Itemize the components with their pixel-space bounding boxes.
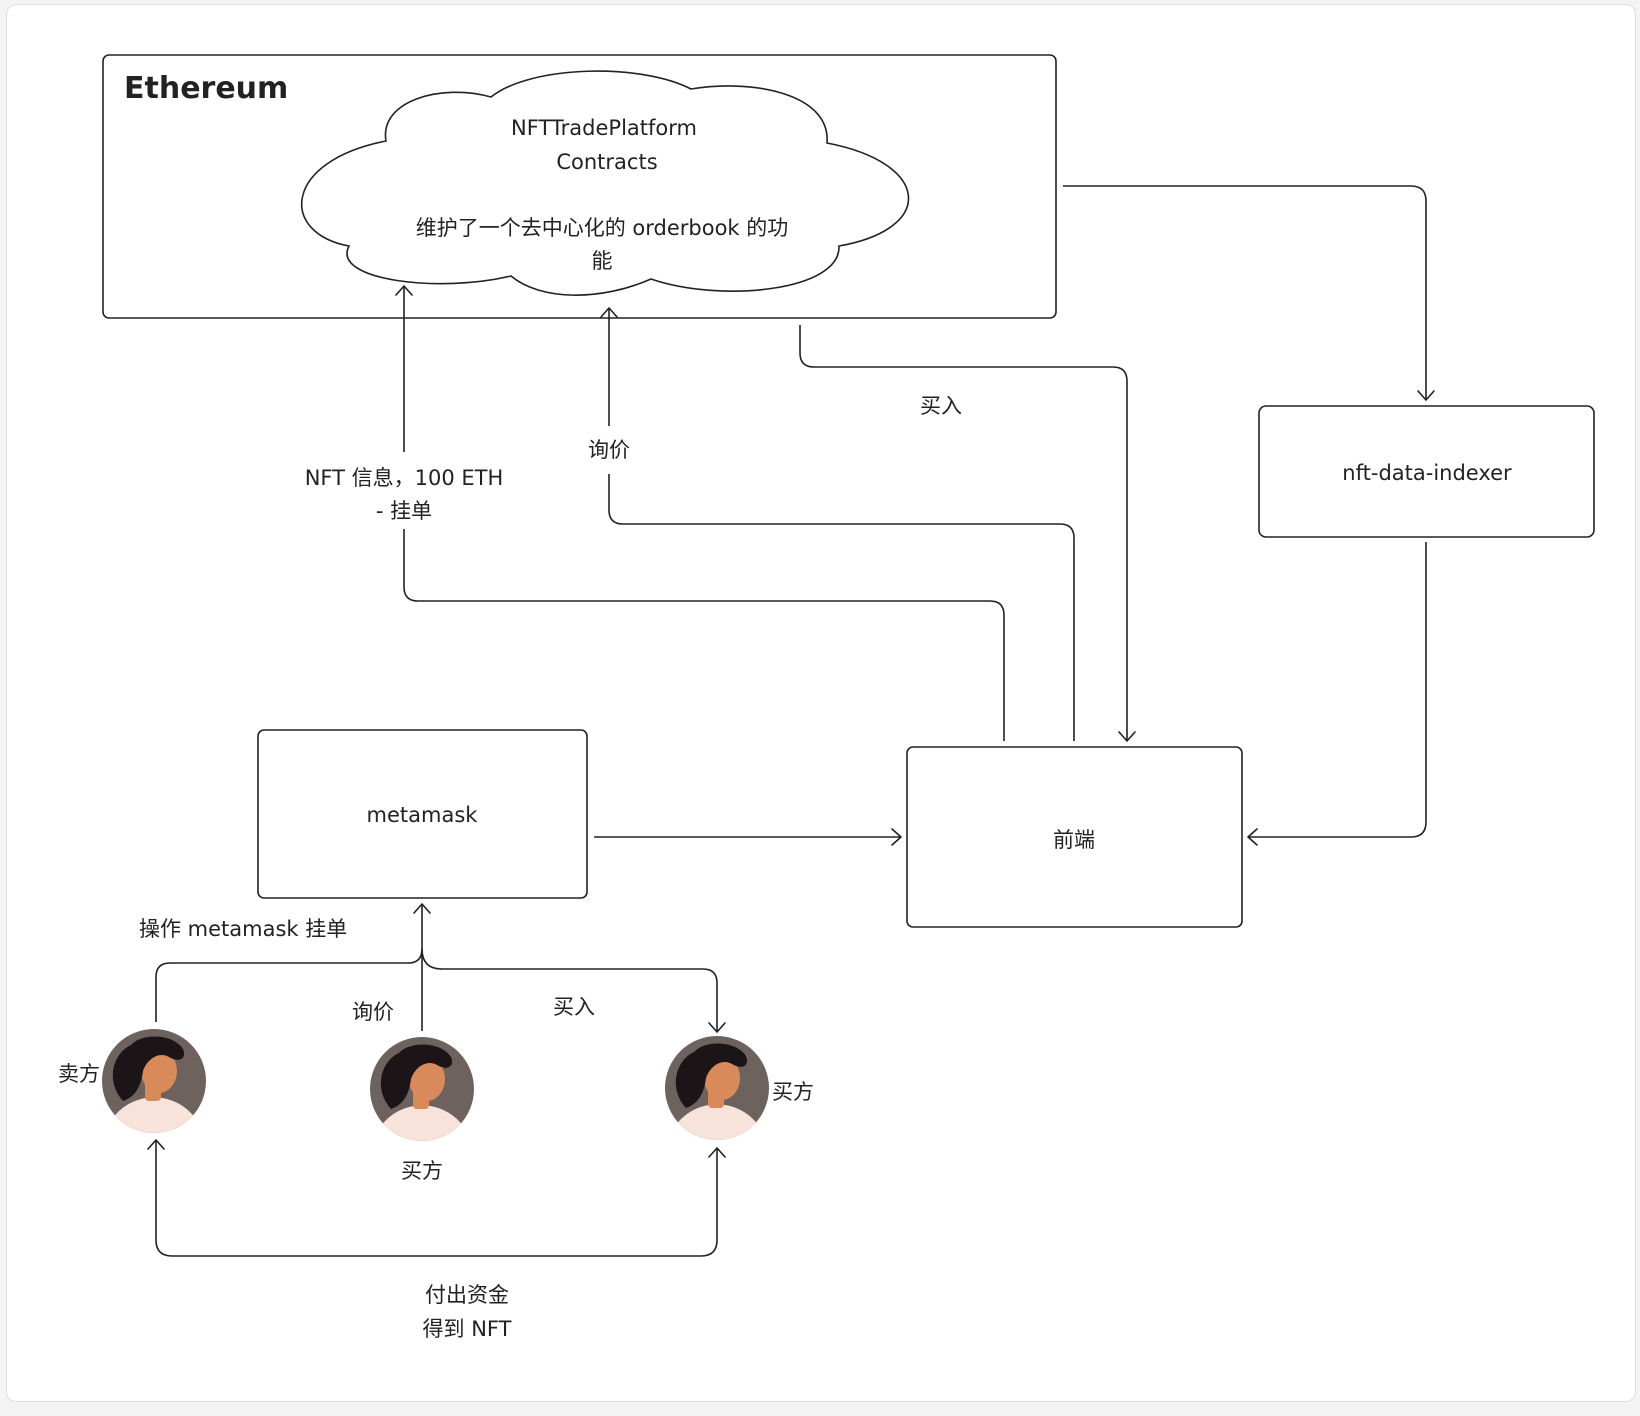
edge-label-query: 询价	[588, 438, 630, 462]
buyer-center-label: 买方	[401, 1159, 443, 1183]
seller-label: 卖方	[58, 1062, 100, 1086]
frontend-node	[906, 746, 1243, 928]
edge-label-metamask-query: 询价	[352, 1000, 394, 1024]
frontend-label: 前端	[1053, 828, 1095, 852]
edge-label-payment-cont: 得到 NFT	[423, 1317, 512, 1341]
buyer-center-avatar	[370, 1037, 474, 1141]
nft-data-indexer-label: nft-data-indexer	[1342, 461, 1512, 485]
edge-label-buy: 买入	[920, 394, 962, 418]
edge-frontend-to-cloud-listing	[395, 285, 1005, 741]
contract-cloud	[300, 70, 910, 296]
edge-ethereum-to-indexer	[1063, 185, 1435, 401]
edge-label-listing: NFT 信息，100 ETH	[305, 466, 504, 490]
edge-seller-buyer-payment	[147, 1139, 726, 1257]
edge-metamask-to-frontend	[594, 828, 902, 846]
edge-label-listing-cont: - 挂单	[376, 499, 432, 523]
edge-label-metamask-buy: 买入	[553, 995, 595, 1019]
edge-indexer-to-frontend	[1247, 542, 1427, 846]
contract-description: 维护了一个去中心化的 orderbook 的功	[416, 216, 789, 240]
diagram-canvas: Ethereum NFTTradePlatform Contracts 维护了一…	[6, 4, 1636, 1402]
edge-frontend-to-cloud-query	[600, 307, 1075, 741]
edge-label-metamask-list: 操作 metamask 挂单	[139, 917, 347, 941]
buyer-right-label: 买方	[772, 1080, 814, 1104]
edge-label-payment: 付出资金	[425, 1283, 509, 1307]
metamask-label: metamask	[367, 803, 479, 827]
contract-type: Contracts	[556, 150, 657, 174]
contract-name: NFTTradePlatform	[511, 116, 697, 140]
contract-description-cont: 能	[592, 249, 613, 273]
ethereum-title: Ethereum	[124, 71, 288, 106]
architecture-diagram: Ethereum NFTTradePlatform Contracts 维护了一…	[58, 54, 1595, 1341]
seller-avatar	[102, 1029, 206, 1133]
nft-data-indexer-node	[1258, 405, 1595, 538]
edge-people-to-metamask	[155, 903, 726, 1033]
buyer-right-avatar	[665, 1036, 769, 1140]
edge-ethereum-to-frontend-buy	[799, 325, 1136, 742]
metamask-node	[257, 729, 588, 899]
